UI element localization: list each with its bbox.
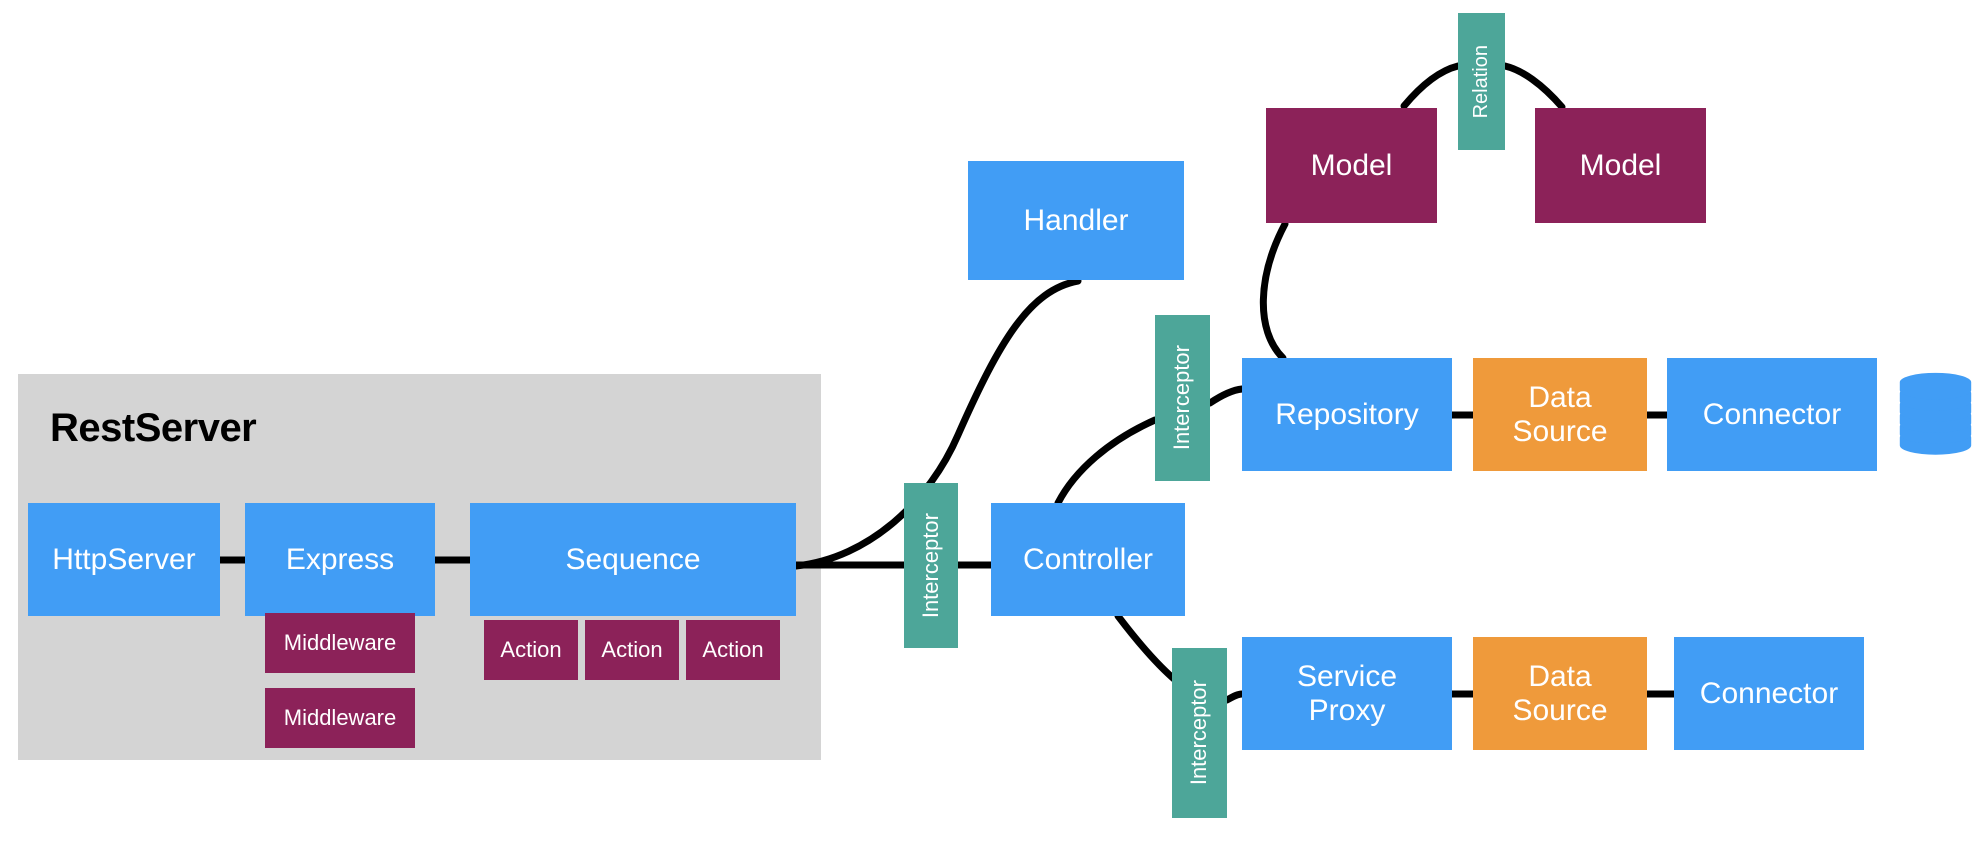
node-action-1[interactable]: Action xyxy=(484,620,578,680)
node-label-express: Express xyxy=(286,543,394,577)
node-label-datasource-bot: Data Source xyxy=(1512,660,1607,727)
node-label-sequence: Sequence xyxy=(565,543,700,577)
node-label-httpserver: HttpServer xyxy=(52,543,195,577)
edge-model-repository xyxy=(1263,224,1285,358)
node-middleware-2[interactable]: Middleware xyxy=(265,688,415,748)
database-layer xyxy=(1900,373,1971,400)
node-action-3[interactable]: Action xyxy=(686,620,780,680)
node-label-repository: Repository xyxy=(1275,398,1418,432)
node-httpserver[interactable]: HttpServer xyxy=(28,503,220,616)
edge-controller-interceptor-svc xyxy=(1118,616,1180,684)
edge-controller-interceptor-repo xyxy=(1058,420,1155,503)
node-model-right[interactable]: Model xyxy=(1535,108,1706,223)
node-middleware-1[interactable]: Middleware xyxy=(265,613,415,673)
node-express[interactable]: Express xyxy=(245,503,435,616)
node-label-connector-bot: Connector xyxy=(1700,677,1838,711)
node-relation[interactable]: Relation xyxy=(1458,13,1505,150)
edge-interceptor-repo-repository xyxy=(1210,389,1242,403)
node-controller[interactable]: Controller xyxy=(991,503,1185,616)
node-label-model-left: Model xyxy=(1311,149,1393,183)
node-handler[interactable]: Handler xyxy=(968,161,1184,280)
node-label-action-1: Action xyxy=(500,638,561,663)
node-label-controller: Controller xyxy=(1023,543,1153,577)
node-interceptor-seq[interactable]: Interceptor xyxy=(904,483,958,648)
node-model-left[interactable]: Model xyxy=(1266,108,1437,223)
node-label-handler: Handler xyxy=(1023,204,1128,238)
edge-interceptor-svc-serviceproxy xyxy=(1227,694,1242,700)
node-datasource-top[interactable]: Data Source xyxy=(1473,358,1647,471)
node-label-interceptor-repo: Interceptor xyxy=(1170,345,1195,450)
node-action-2[interactable]: Action xyxy=(585,620,679,680)
node-datasource-bot[interactable]: Data Source xyxy=(1473,637,1647,750)
node-interceptor-svc[interactable]: Interceptor xyxy=(1172,648,1227,818)
node-label-interceptor-seq: Interceptor xyxy=(919,513,944,618)
node-label-serviceproxy: Service Proxy xyxy=(1297,660,1397,727)
restserver-title: RestServer xyxy=(50,406,256,451)
node-label-action-2: Action xyxy=(601,638,662,663)
node-label-relation: Relation xyxy=(1470,45,1492,118)
node-label-model-right: Model xyxy=(1580,149,1662,183)
node-label-middleware-1: Middleware xyxy=(284,631,397,656)
database-icon xyxy=(1893,372,1978,457)
node-sequence[interactable]: Sequence xyxy=(470,503,796,616)
node-repository[interactable]: Repository xyxy=(1242,358,1452,471)
node-label-middleware-2: Middleware xyxy=(284,706,397,731)
edge-relation-model-right xyxy=(1505,66,1562,107)
node-label-interceptor-svc: Interceptor xyxy=(1187,680,1212,785)
node-label-action-3: Action xyxy=(702,638,763,663)
node-connector-bot[interactable]: Connector xyxy=(1674,637,1864,750)
node-serviceproxy[interactable]: Service Proxy xyxy=(1242,637,1452,750)
node-connector-top[interactable]: Connector xyxy=(1667,358,1877,471)
node-label-connector-top: Connector xyxy=(1703,398,1841,432)
node-label-datasource-top: Data Source xyxy=(1512,381,1607,448)
edge-model-relation xyxy=(1404,66,1458,106)
node-interceptor-repo[interactable]: Interceptor xyxy=(1155,315,1210,481)
